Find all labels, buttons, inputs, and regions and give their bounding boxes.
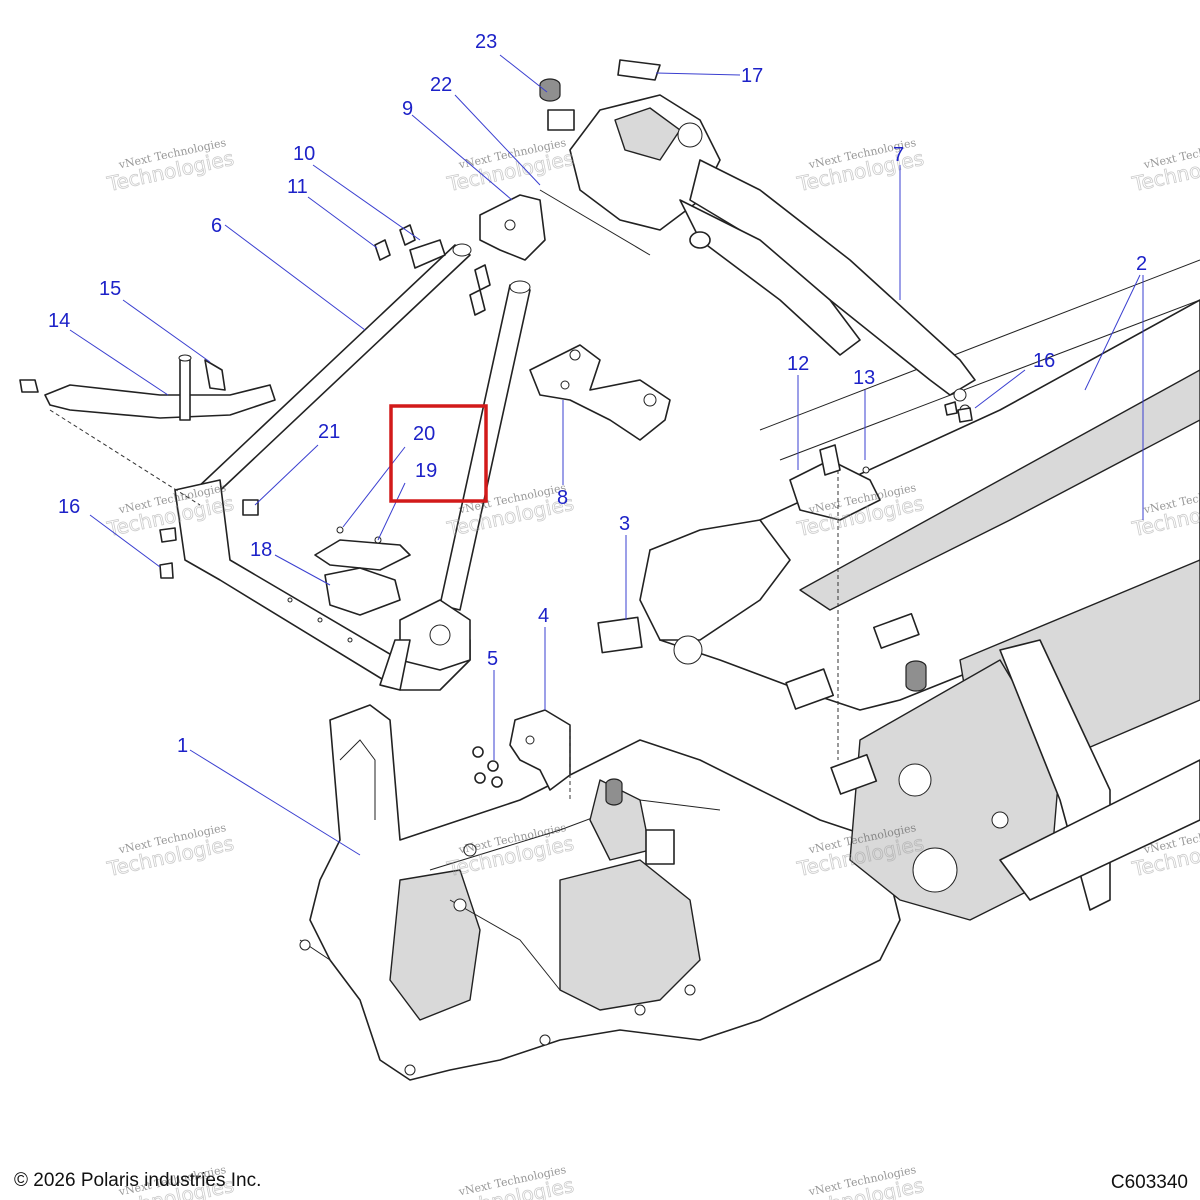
callout-1[interactable]: 1 <box>177 735 188 757</box>
stabilizer-14 <box>19 354 276 506</box>
tunnel-assembly <box>589 259 1200 921</box>
callout-10[interactable]: 10 <box>293 143 315 165</box>
callout-18[interactable]: 18 <box>250 539 272 561</box>
leader-lines <box>69 54 1144 856</box>
callout-20[interactable]: 20 <box>413 423 435 445</box>
callout-11[interactable]: 11 <box>287 176 308 198</box>
callout-17[interactable]: 17 <box>741 65 763 87</box>
callout-12[interactable]: 12 <box>787 353 809 375</box>
bracket-12 <box>789 444 881 760</box>
callout-8[interactable]: 8 <box>557 487 568 509</box>
callout-22[interactable]: 22 <box>430 74 452 96</box>
figure-id: C603340 <box>1110 1172 1188 1193</box>
callout-19[interactable]: 19 <box>415 460 437 482</box>
callout-6[interactable]: 6 <box>211 215 222 237</box>
plate-18 <box>314 526 411 616</box>
chassis-frame <box>299 704 901 1081</box>
callout-15[interactable]: 15 <box>99 278 121 300</box>
callout-2[interactable]: 2 <box>1136 253 1147 275</box>
callout-16-left[interactable]: 16 <box>58 496 80 518</box>
steering-support <box>539 78 976 416</box>
callout-21[interactable]: 21 <box>318 421 340 443</box>
callout-23[interactable]: 23 <box>475 31 497 53</box>
bracket-8 <box>529 344 671 441</box>
callout-13[interactable]: 13 <box>853 367 875 389</box>
callout-5[interactable]: 5 <box>487 648 498 670</box>
callout-16-right[interactable]: 16 <box>1033 350 1055 372</box>
decal-17 <box>617 59 973 423</box>
callout-7[interactable]: 7 <box>893 144 904 166</box>
callout-labels: 1 2 3 4 5 6 7 8 9 10 11 12 13 14 15 16 1… <box>48 31 1147 757</box>
highlight-box <box>389 404 488 503</box>
callout-4[interactable]: 4 <box>538 605 549 627</box>
bracket-9 <box>374 194 546 316</box>
callout-14[interactable]: 14 <box>48 310 70 332</box>
callout-9[interactable]: 9 <box>402 98 413 120</box>
bolts-left <box>159 499 259 579</box>
bracket-4 <box>472 709 571 800</box>
callout-3[interactable]: 3 <box>619 513 630 535</box>
copyright-notice: © 2026 Polaris industries Inc. <box>14 1170 262 1191</box>
